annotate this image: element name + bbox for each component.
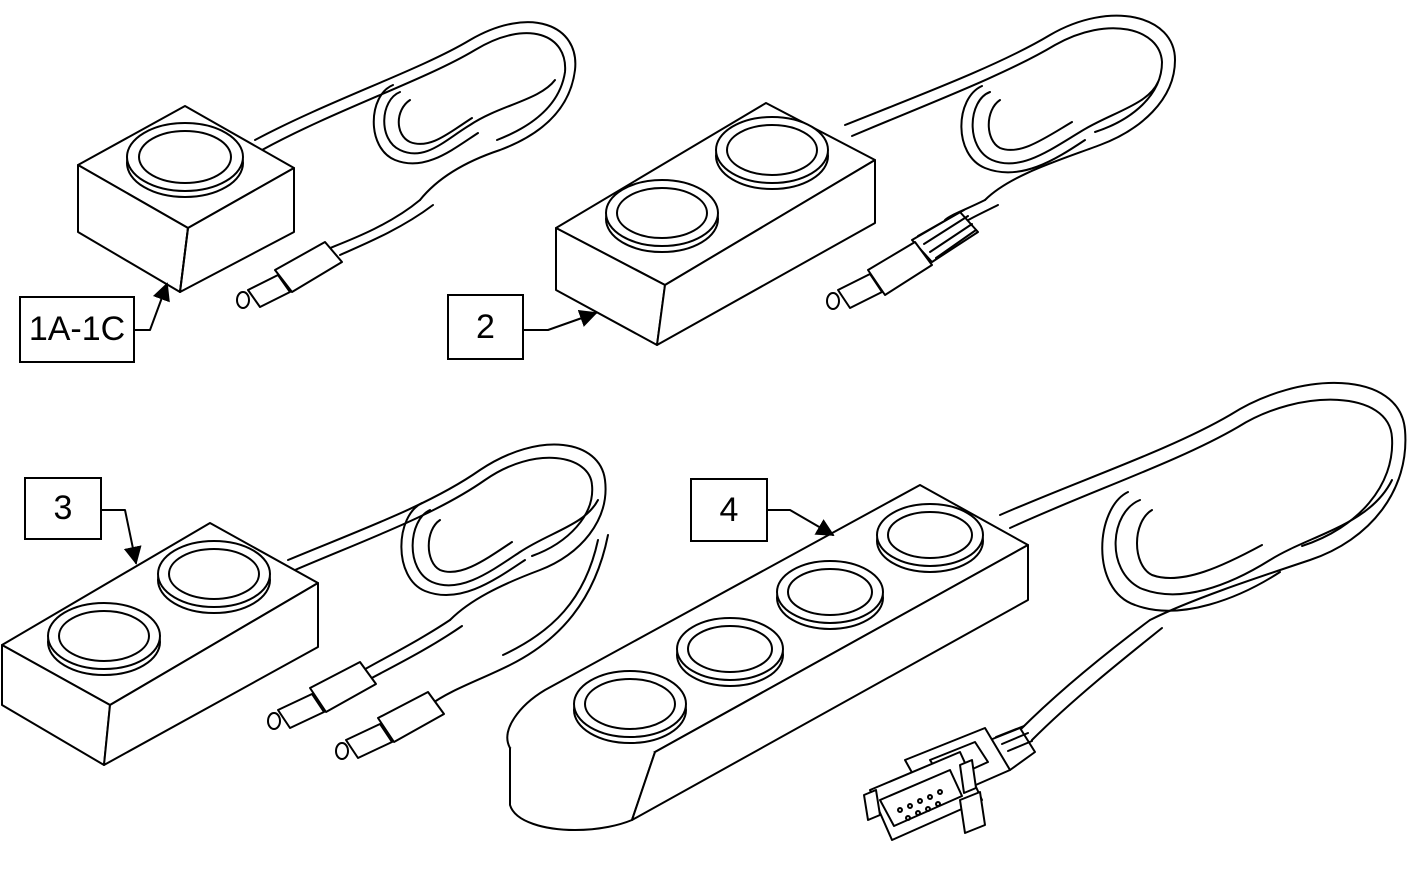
leader-line-4 (767, 509, 835, 536)
dual-switch-two-plug-button-a (47, 602, 161, 676)
dual-switch-two-plug (1, 443, 609, 766)
dual-switch-plug (826, 209, 979, 310)
db9-connector (863, 725, 1036, 841)
dual-switch-two-plug-cable-coil (287, 443, 609, 706)
dual-switch-button-a (605, 179, 719, 253)
callout-1a-1c: 1A-1C (19, 296, 135, 363)
quad-switch-button-2 (676, 617, 784, 687)
quad-switch (506, 382, 1407, 841)
single-switch (77, 21, 577, 309)
leader-line-3 (101, 509, 142, 565)
plug-b (335, 691, 445, 760)
dual-switch-two-plug-button-b (157, 540, 271, 614)
quad-switch-button-4 (876, 503, 984, 573)
plug-a (267, 661, 377, 730)
dual-switch-cable-coil (844, 14, 1176, 229)
single-switch-cable-coil (254, 21, 577, 256)
dual-switch (555, 14, 1176, 346)
callout-2: 2 (447, 294, 524, 360)
quad-switch-button-1 (573, 670, 687, 744)
single-switch-button (126, 122, 244, 198)
leader-lines (101, 282, 835, 565)
dual-switch-button-b (715, 116, 829, 190)
callout-3: 3 (24, 477, 102, 540)
quad-switch-cable-coil (999, 382, 1407, 741)
leader-line-2 (523, 309, 598, 331)
callout-4: 4 (690, 478, 768, 542)
single-switch-plug (236, 241, 343, 309)
leader-line-1 (134, 282, 170, 331)
quad-switch-button-3 (776, 560, 884, 630)
